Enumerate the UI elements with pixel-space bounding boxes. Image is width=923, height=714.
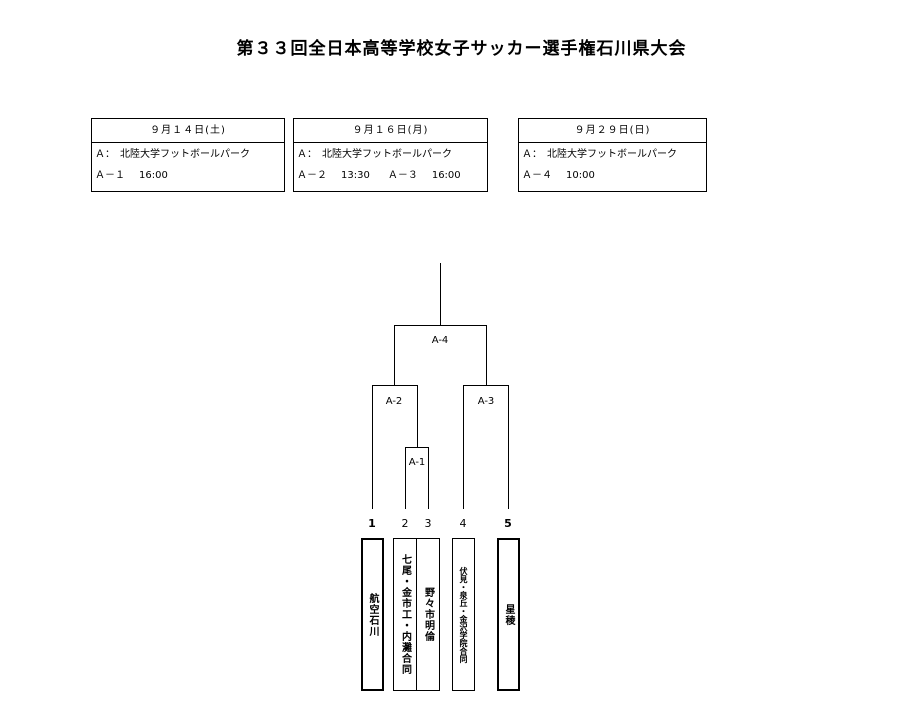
team-box-5: 星稜	[497, 538, 520, 691]
match-time: 16:00	[139, 170, 168, 181]
schedule-date: ９月１４日(土)	[92, 119, 284, 143]
schedule-venue: Ａ： 北陸大学フットボールパーク	[297, 149, 452, 160]
team-name: 伏見・泉丘・金沢学院合同	[459, 566, 468, 663]
team-name: 野々市明倫	[422, 587, 434, 642]
match-id: Ａ－４	[522, 170, 552, 181]
match-label-a3: A-3	[477, 396, 495, 407]
seed-number: 5	[504, 517, 512, 530]
schedule-matches: Ａ－４ 10:00	[519, 167, 706, 189]
schedule-venue: Ａ： 北陸大学フットボールパーク	[95, 149, 250, 160]
page-title: 第３３回全日本高等学校女子サッカー選手権石川県大会	[236, 39, 687, 59]
team-name: 星稜	[503, 603, 514, 626]
schedule-box-sep14: ９月１４日(土) Ａ： 北陸大学フットボールパーク Ａ－１ 16:00	[91, 118, 285, 192]
match-time: 13:30	[341, 170, 370, 181]
schedule-date: ９月１６日(月)	[294, 119, 487, 143]
seed-number: 4	[459, 517, 467, 530]
match-label-a1: A-1	[408, 457, 426, 468]
seed-number: 3	[424, 517, 432, 530]
schedule-venue: Ａ： 北陸大学フットボールパーク	[522, 149, 677, 160]
match-id: Ａ－１	[95, 170, 125, 181]
team-box-3: 野々市明倫	[416, 538, 440, 691]
match-label-a2: A-2	[385, 396, 403, 407]
team-name: 七尾・金市工・内灘合同	[399, 554, 411, 675]
schedule-box-sep16: ９月１６日(月) Ａ： 北陸大学フットボールパーク Ａ－２ 13:30 Ａ－３ 16:…	[293, 118, 488, 192]
schedule-box-sep29: ９月２９日(日) Ａ： 北陸大学フットボールパーク Ａ－４ 10:00	[518, 118, 707, 192]
team-box-4: 伏見・泉丘・金沢学院合同	[452, 538, 475, 691]
schedule-date: ９月２９日(日)	[519, 119, 706, 143]
match-time: 16:00	[431, 170, 461, 181]
match-id: Ａ－２	[297, 170, 327, 181]
team-box-2: 七尾・金市工・内灘合同	[393, 538, 417, 691]
team-box-1: 航空石川	[361, 538, 384, 691]
schedule-matches: Ａ－１ 16:00	[92, 167, 284, 189]
seed-number: 2	[401, 517, 409, 530]
match-label-a4: A-4	[431, 335, 449, 346]
team-name: 航空石川	[367, 592, 378, 637]
seed-number: 1	[368, 517, 376, 530]
schedule-matches: Ａ－２ 13:30 Ａ－３ 16:00	[294, 167, 487, 189]
match-time: 10:00	[566, 170, 595, 181]
match-id: Ａ－３	[387, 170, 418, 181]
